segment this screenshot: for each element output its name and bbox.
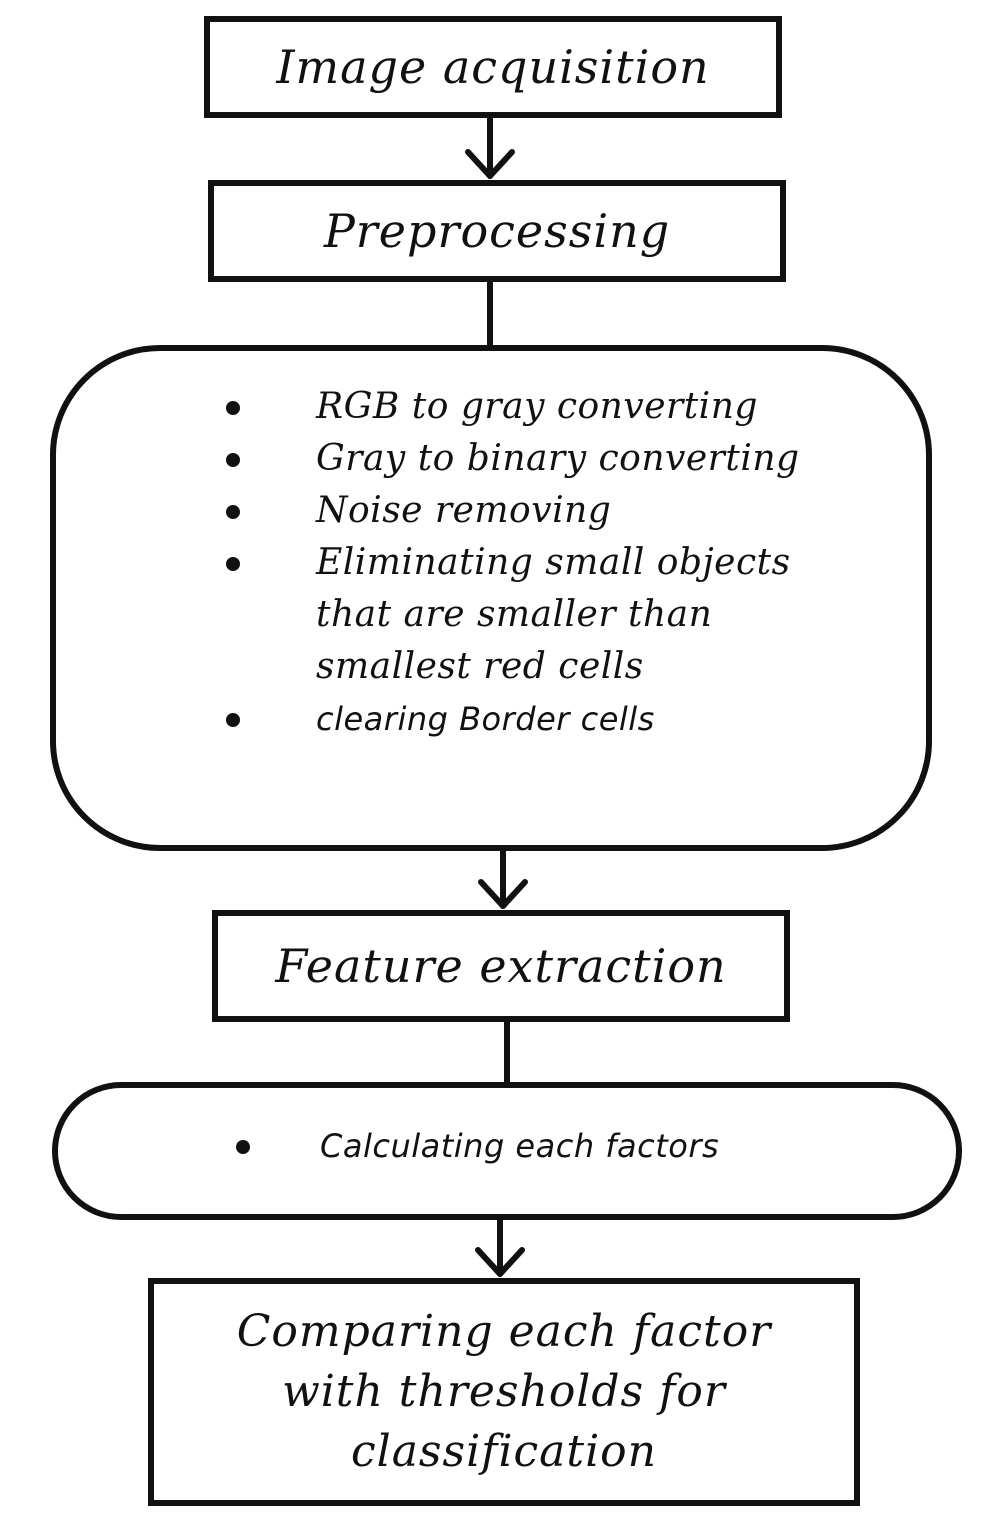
preprocessing-steps-box: RGB to gray converting Gray to binary co… [50,345,932,851]
preprocessing-step: clearing Border cells [226,693,826,745]
classification-label: Comparing each factor with thresholds fo… [237,1302,771,1482]
bullet-icon [226,401,240,415]
step-text: clearing Border cells [316,700,655,738]
bullet-icon [226,453,240,467]
bullet-icon [226,505,240,519]
step-text: Calculating each factors [320,1127,720,1165]
feature-step: Calculating each factors [236,1120,916,1172]
image-acquisition-label: Image acquisition [276,40,710,94]
image-acquisition-box: Image acquisition [204,16,782,118]
preprocessing-steps-list: RGB to gray converting Gray to binary co… [226,381,826,745]
arrowhead-steps-to-feat [478,879,528,909]
arrowhead-acq-to-pre [465,149,515,179]
classification-line: with thresholds for [282,1366,726,1417]
arrowhead-factors-to-compare [475,1247,525,1277]
step-text: RGB to gray converting [316,386,758,427]
bullet-icon [226,557,240,571]
preprocessing-box: Preprocessing [208,180,786,282]
bullet-icon [226,713,240,727]
classification-line: classification [350,1426,657,1477]
preprocessing-step: Eliminating small objects that are small… [226,537,826,693]
step-text: Eliminating small objects that are small… [316,542,791,687]
preprocessing-step: Noise removing [226,485,826,537]
preprocessing-step: Gray to binary converting [226,433,826,485]
classification-box: Comparing each factor with thresholds fo… [148,1278,860,1506]
step-text: Noise removing [316,490,612,531]
bullet-icon [236,1140,250,1154]
preprocessing-label: Preprocessing [323,204,671,258]
feature-steps-list: Calculating each factors [236,1120,916,1172]
step-text: Gray to binary converting [316,438,800,479]
classification-line: Comparing each factor [236,1306,772,1357]
feature-steps-box: Calculating each factors [52,1082,962,1220]
preprocessing-step: RGB to gray converting [226,381,826,433]
feature-extraction-label: Feature extraction [275,939,727,993]
feature-extraction-box: Feature extraction [212,910,790,1022]
